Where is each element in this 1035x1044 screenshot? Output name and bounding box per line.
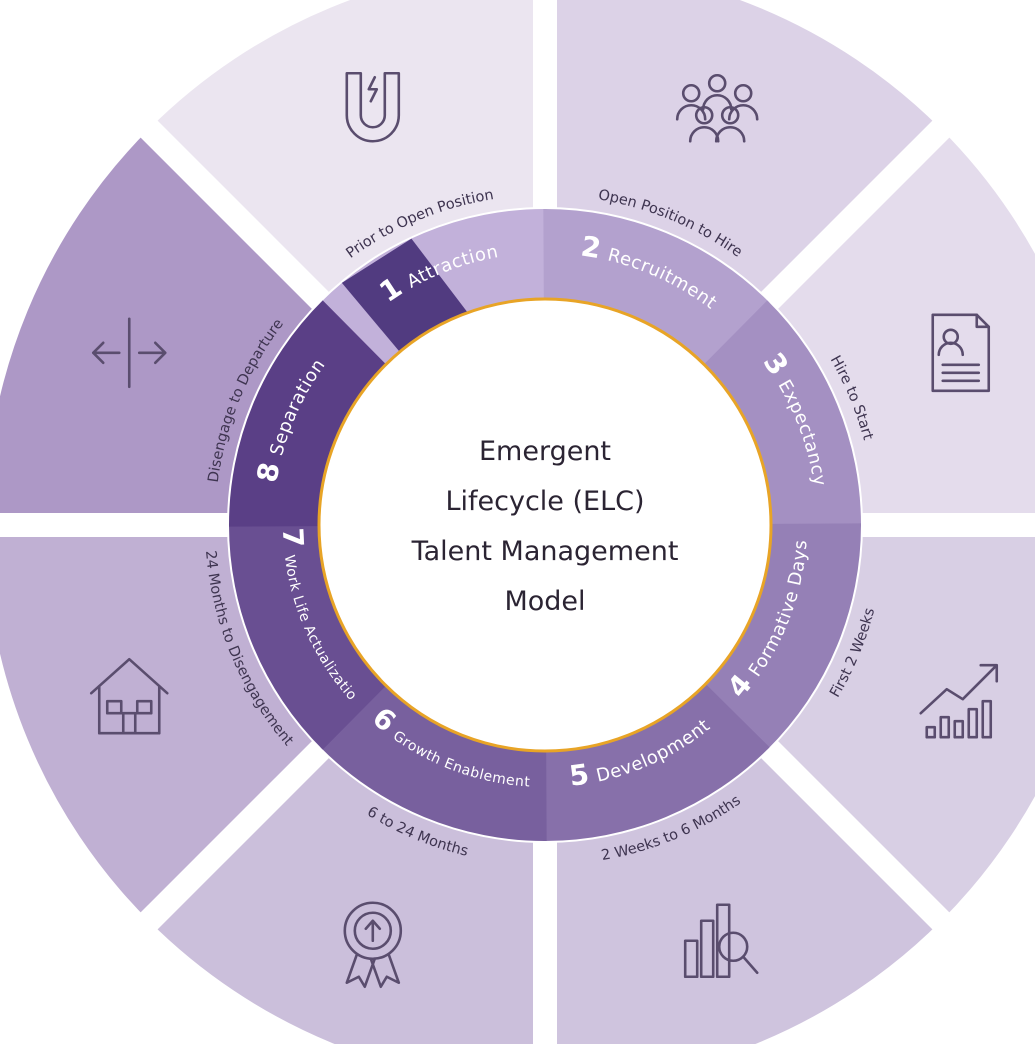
stage-icons <box>89 71 999 989</box>
diagram-title: Emergent Lifecycle (ELC) Talent Manageme… <box>411 436 679 617</box>
segment-8 <box>0 129 321 525</box>
segment-6 <box>149 749 545 1044</box>
split-arrows-icon <box>91 317 167 389</box>
separation-tab <box>341 238 468 352</box>
segment-3 <box>769 129 1035 525</box>
ring-band-7 <box>229 523 388 750</box>
ring-band-2 <box>543 209 770 368</box>
ring-band-8 <box>229 300 388 527</box>
people-group-icon <box>675 73 759 143</box>
document-profile-icon <box>931 313 991 393</box>
stage-ring <box>229 209 861 841</box>
segment-4 <box>769 525 1035 921</box>
growth-chart-icon <box>919 663 999 739</box>
title-line-1: Emergent <box>479 436 611 467</box>
segment-5 <box>545 749 941 1044</box>
bar-chart-magnifier-icon <box>683 903 759 979</box>
house-icon <box>89 657 169 735</box>
segment-1 <box>149 0 545 301</box>
ring-band-3 <box>702 300 861 527</box>
title-line-2: Lifecycle (ELC) <box>445 486 644 517</box>
award-ribbon-icon <box>343 901 403 989</box>
segment-2 <box>545 0 941 301</box>
ring-band-5 <box>543 682 770 841</box>
title-line-4: Model <box>504 586 585 617</box>
magnet-icon <box>345 71 401 143</box>
stage-number-7: 7 <box>276 527 310 548</box>
ring-band-6 <box>320 682 547 841</box>
stage-number-5: 5 <box>567 758 591 793</box>
center-circle <box>317 297 773 753</box>
ring-band-4 <box>702 523 861 750</box>
title-line-3: Talent Management <box>411 536 679 567</box>
